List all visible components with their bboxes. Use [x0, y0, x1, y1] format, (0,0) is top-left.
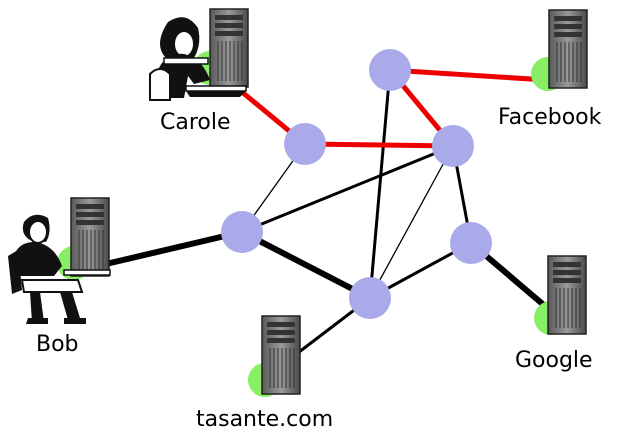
router-node [432, 125, 474, 167]
path-r1-r4 [304, 141, 454, 149]
router-node [369, 49, 411, 91]
link-r4-r5 [369, 145, 454, 299]
routers [221, 49, 492, 319]
link-bob-r3 [105, 229, 243, 267]
router-node [284, 123, 326, 165]
link-r3-r5 [240, 229, 372, 301]
link-r2-r5 [368, 69, 392, 299]
router-node [450, 222, 492, 264]
server-tower-icon [261, 315, 301, 395]
google-label: Google [515, 348, 593, 373]
thin-links [241, 143, 454, 299]
server-tower-icon [547, 255, 587, 335]
host-glows [57, 51, 568, 397]
person-at-computer-icon [8, 214, 111, 324]
bob-label: Bob [36, 332, 79, 357]
link-r3-r4 [241, 144, 454, 234]
router-node [221, 211, 263, 253]
server-tower-icon [70, 197, 110, 277]
facebook-label: Facebook [498, 105, 602, 130]
carole-label: Carole [160, 110, 231, 135]
server-tower-icon [548, 9, 588, 89]
server-tower-icon [209, 8, 249, 88]
path-r2-facebook [389, 67, 547, 83]
tasante-label: tasante.com [196, 407, 333, 432]
router-node [349, 277, 391, 319]
person-at-computer-icon [149, 17, 247, 101]
